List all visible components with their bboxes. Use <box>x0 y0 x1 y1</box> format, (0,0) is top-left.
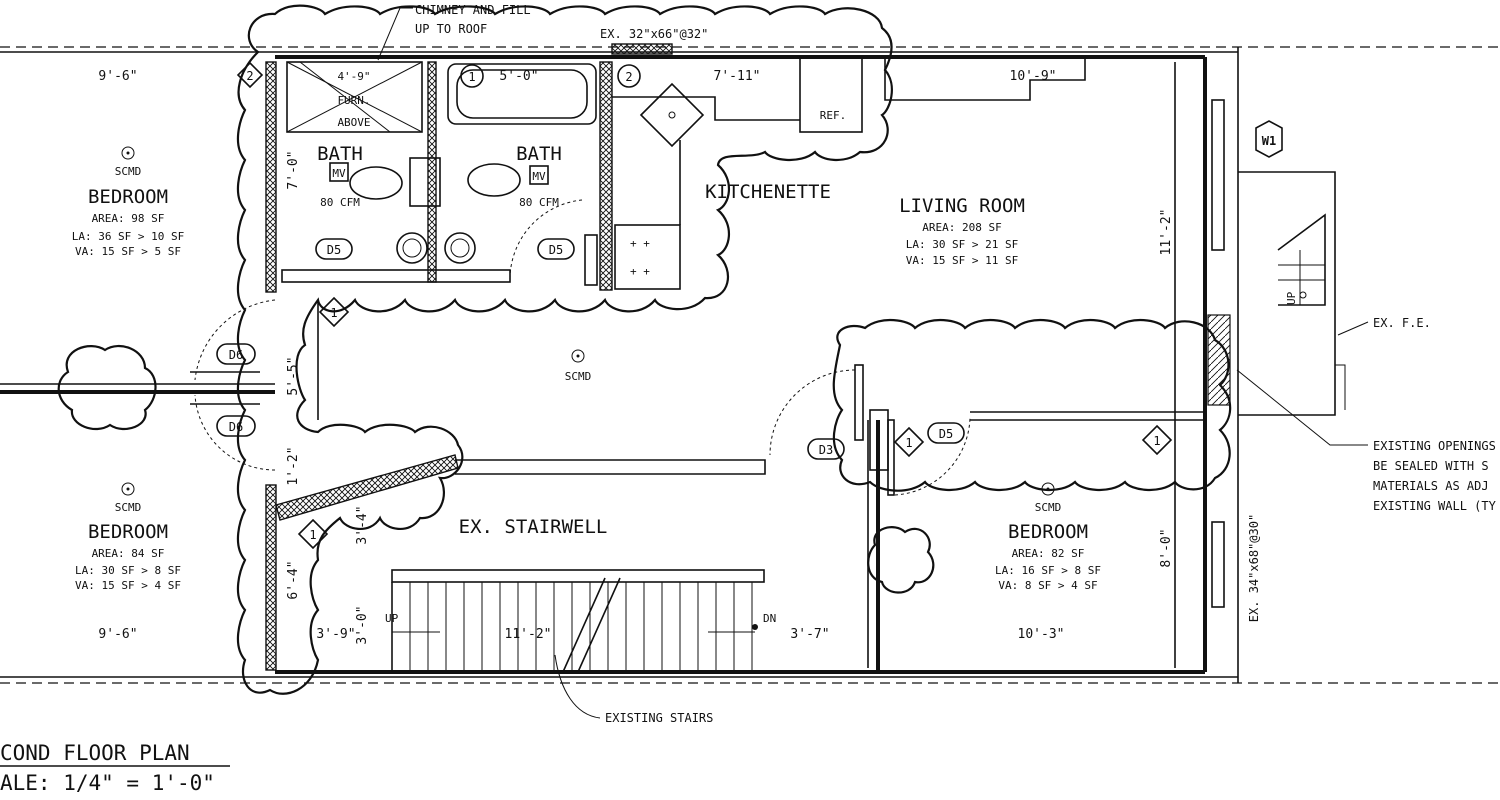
note-openings-3: MATERIALS AS ADJ <box>1373 479 1489 493</box>
dim-stair-vertical: 3'-4" <box>355 505 370 544</box>
keynote-1-d: 1 <box>1153 434 1160 448</box>
kitchen-fixtures: + + + + <box>584 56 863 290</box>
svg-text:+ +: + + <box>630 237 650 250</box>
room-name-bedroom-se: BEDROOM <box>1008 521 1088 543</box>
dim-bottom-left: 9'-6" <box>98 627 137 642</box>
room-la-bedroom-se: LA: 16 SF > 8 SF <box>995 564 1101 577</box>
plan-scale: ALE: 1/4" = 1'-0" <box>0 771 215 795</box>
room-name-stairwell: EX. STAIRWELL <box>459 516 608 538</box>
room-va-living: VA: 15 SF > 11 SF <box>906 254 1019 267</box>
stair-treads <box>391 569 765 672</box>
dim-bath-height: 7'-0" <box>286 150 301 189</box>
keynote-2-b: 2 <box>625 70 632 84</box>
room-va-bedroom-nw: VA: 15 SF > 5 SF <box>75 245 181 258</box>
note-window-right: EX. 34"x68"@30" <box>1247 514 1261 622</box>
dim-kitchen-width: 7'-11" <box>714 69 761 84</box>
bath-1-fan: 80 CFM <box>320 196 360 209</box>
fridge-label: REF. <box>820 109 847 122</box>
dimensions: 9'-6" 5'-0" 7'-11" 10'-9" 9'-6" 3'-9" 11… <box>98 69 1298 645</box>
stair-up-label: UP <box>385 612 399 625</box>
note-chimney-2: UP TO ROOF <box>415 22 487 36</box>
furnace-dim: 4'-9" <box>337 70 370 83</box>
room-la-bedroom-nw: LA: 36 SF > 10 SF <box>72 230 185 243</box>
door-tags: D5 D5 D6 D6 D3 D5 <box>216 238 965 460</box>
scmd-label-nw: SCMD <box>115 165 142 178</box>
furnace-label: FURN. <box>337 94 370 107</box>
dim-top-left: 9'-6" <box>98 69 137 84</box>
room-va-bedroom-se: VA: 8 SF > 4 SF <box>998 579 1097 592</box>
dim-hall-small: 1'-2" <box>286 446 301 485</box>
keynote-1-b: 1 <box>330 306 337 320</box>
revision-clouds <box>57 4 1232 695</box>
room-area-bedroom-se: AREA: 82 SF <box>1012 547 1085 560</box>
furnace-above: ABOVE <box>337 116 370 129</box>
door-tag-d3: D3 <box>819 443 833 457</box>
keynote-1-a: 1 <box>468 70 475 84</box>
room-area-living: AREA: 208 SF <box>922 221 1001 234</box>
bath-1-exhaust: MV <box>332 167 346 180</box>
room-va-bedroom-sw: VA: 15 SF > 4 SF <box>75 579 181 592</box>
door-tag-d5-b: D5 <box>549 243 563 257</box>
walls <box>0 55 1207 674</box>
room-area-bedroom-nw: AREA: 98 SF <box>92 212 165 225</box>
door-tag-d6-b: D6 <box>229 420 243 434</box>
room-name-living: LIVING ROOM <box>899 195 1025 217</box>
keynote-1-c: 1 <box>905 436 912 450</box>
note-window-top: EX. 32"x66"@32" <box>600 27 708 41</box>
note-existing-stairs: EXISTING STAIRS <box>605 711 713 725</box>
door-tag-d6-a: D6 <box>229 348 243 362</box>
keynote-2-a: 2 <box>246 69 253 83</box>
stair-break <box>562 577 621 673</box>
scmd-label-sw: SCMD <box>115 501 142 514</box>
dim-bath-width: 5'-0" <box>499 69 538 84</box>
fire-escape-up-label: UP <box>1285 291 1298 305</box>
room-la-bedroom-sw: LA: 30 SF > 8 SF <box>75 564 181 577</box>
note-openings-1: EXISTING OPENINGS <box>1373 439 1496 453</box>
dim-bottom-1: 3'-9" <box>316 627 355 642</box>
window-tag-w1: W1 <box>1262 134 1276 148</box>
dim-bottom-3: 3'-7" <box>790 627 829 642</box>
stair-down-label: DN <box>763 612 776 625</box>
note-chimney-1: CHIMNEY AND FILL <box>415 3 531 17</box>
door-tag-d5-a: D5 <box>327 243 341 257</box>
room-name-bedroom-sw: BEDROOM <box>88 521 168 543</box>
dim-bedroom-sw-height: 6'-4" <box>286 560 301 599</box>
scmd-label-se: SCMD <box>1035 501 1062 514</box>
room-name-kitchenette: KITCHENETTE <box>705 181 831 203</box>
note-fire-escape: EX. F.E. <box>1373 316 1431 330</box>
dim-stair-rise: 3'-0" <box>355 605 370 644</box>
dim-stair-run: 11'-2" <box>505 627 552 642</box>
bath-2-fan: 80 CFM <box>519 196 559 209</box>
scmd-label-hall: SCMD <box>565 370 592 383</box>
room-labels: BEDROOM AREA: 98 SF LA: 36 SF > 10 SF VA… <box>72 70 1101 592</box>
bath-2-exhaust: MV <box>532 170 546 183</box>
dim-living-height: 11'-2" <box>1159 209 1174 256</box>
room-area-bedroom-sw: AREA: 84 SF <box>92 547 165 560</box>
plan-title: COND FLOOR PLAN <box>0 741 190 765</box>
room-name-bath-1: BATH <box>317 143 363 165</box>
keynote-tags: 2 1 2 1 1 1 1 W1 <box>236 61 1283 550</box>
fire-escape <box>1211 47 1346 683</box>
note-openings-2: BE SEALED WITH S <box>1373 459 1489 473</box>
room-name-bedroom-nw: BEDROOM <box>88 186 168 208</box>
room-la-living: LA: 30 SF > 21 SF <box>906 238 1019 251</box>
smoke-detectors: SCMD SCMD SCMD SCMD <box>115 146 1062 514</box>
dim-bedroom-se-width: 10'-3" <box>1018 627 1065 642</box>
door-tag-d5-c: D5 <box>939 427 953 441</box>
note-openings-4: EXISTING WALL (TY <box>1373 499 1497 513</box>
hatched-walls <box>265 43 1231 671</box>
dim-hall-height: 5'-5" <box>286 356 301 395</box>
dim-bedroom-se-height: 8'-0" <box>1159 528 1174 567</box>
dim-living-top: 10'-9" <box>1010 69 1057 84</box>
room-name-bath-2: BATH <box>516 143 562 165</box>
drawing-title: COND FLOOR PLAN ALE: 1/4" = 1'-0" <box>0 741 230 795</box>
keynote-3: 1 <box>309 528 316 542</box>
svg-text:+ +: + + <box>630 265 650 278</box>
annotation-notes: CHIMNEY AND FILL UP TO ROOF EX. 32"x66"@… <box>377 3 1497 725</box>
door-swings <box>190 199 971 496</box>
bath-fixtures <box>281 61 597 283</box>
